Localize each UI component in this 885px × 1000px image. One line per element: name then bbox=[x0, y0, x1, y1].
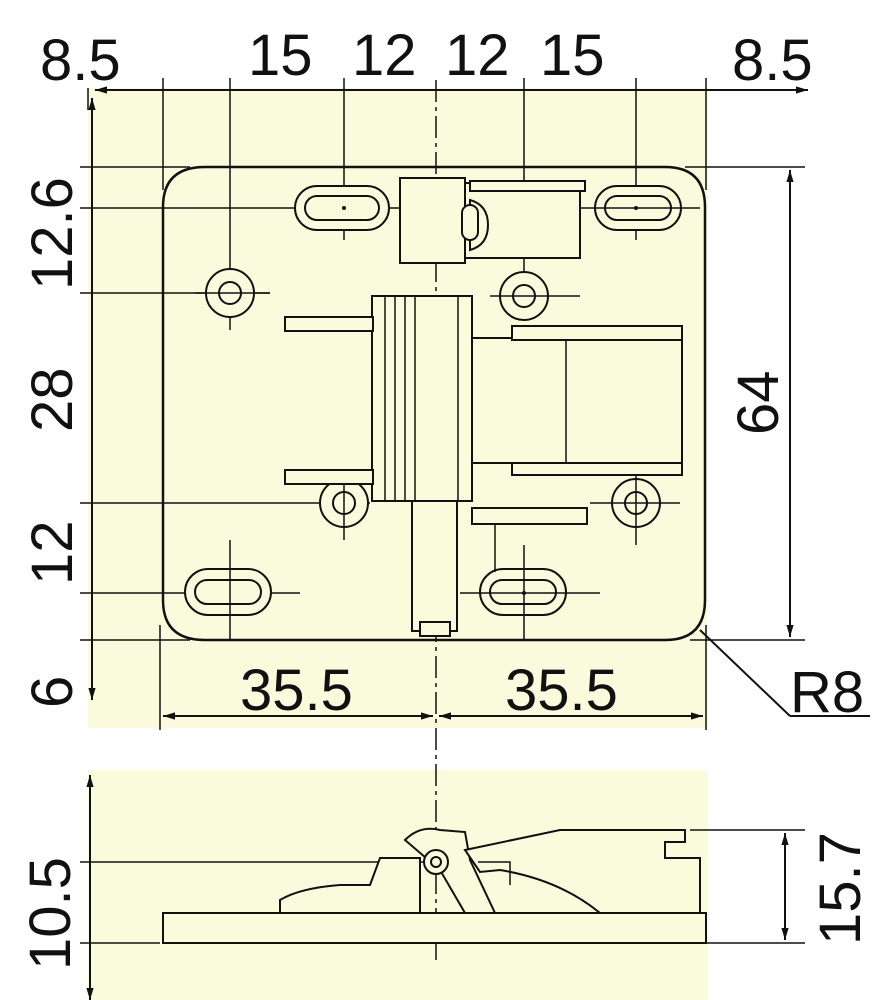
hole-left-upper bbox=[195, 268, 270, 318]
dim-bottom-left: 35.5 bbox=[240, 658, 353, 723]
latch-lever bbox=[471, 325, 683, 572]
dim-top-2: 15 bbox=[248, 23, 313, 88]
radius-label: R8 bbox=[790, 660, 864, 725]
hole-right-upper bbox=[490, 271, 580, 321]
dim-top-1: 8.5 bbox=[40, 28, 121, 93]
dim-top-5: 15 bbox=[540, 23, 605, 88]
radius-leader bbox=[699, 629, 791, 717]
dim-left-2: 28 bbox=[20, 367, 85, 432]
dim-left-1: 12.6 bbox=[20, 177, 85, 290]
dim-top-3: 12 bbox=[352, 23, 417, 88]
side-view bbox=[80, 775, 805, 1000]
dim-side-right: 15.7 bbox=[808, 832, 873, 945]
dim-side-left: 10.5 bbox=[18, 857, 83, 970]
hinge-knuckle bbox=[284, 295, 473, 637]
dim-bottom-right: 35.5 bbox=[505, 658, 618, 723]
slot-bottom-left bbox=[184, 540, 272, 640]
slot-top-right bbox=[580, 185, 700, 231]
dim-top-4: 12 bbox=[445, 23, 510, 88]
lock-mechanism bbox=[399, 177, 586, 264]
slot-bottom-right bbox=[460, 545, 600, 640]
hole-right-lower bbox=[590, 470, 680, 545]
dim-top-6: 8.5 bbox=[732, 28, 813, 93]
dim-left-4: 6 bbox=[20, 676, 85, 708]
dim-left-3: 12 bbox=[20, 520, 85, 585]
bottom-dimension bbox=[159, 625, 707, 730]
dim-right-height: 64 bbox=[726, 370, 791, 435]
slot-top-left bbox=[294, 185, 390, 231]
